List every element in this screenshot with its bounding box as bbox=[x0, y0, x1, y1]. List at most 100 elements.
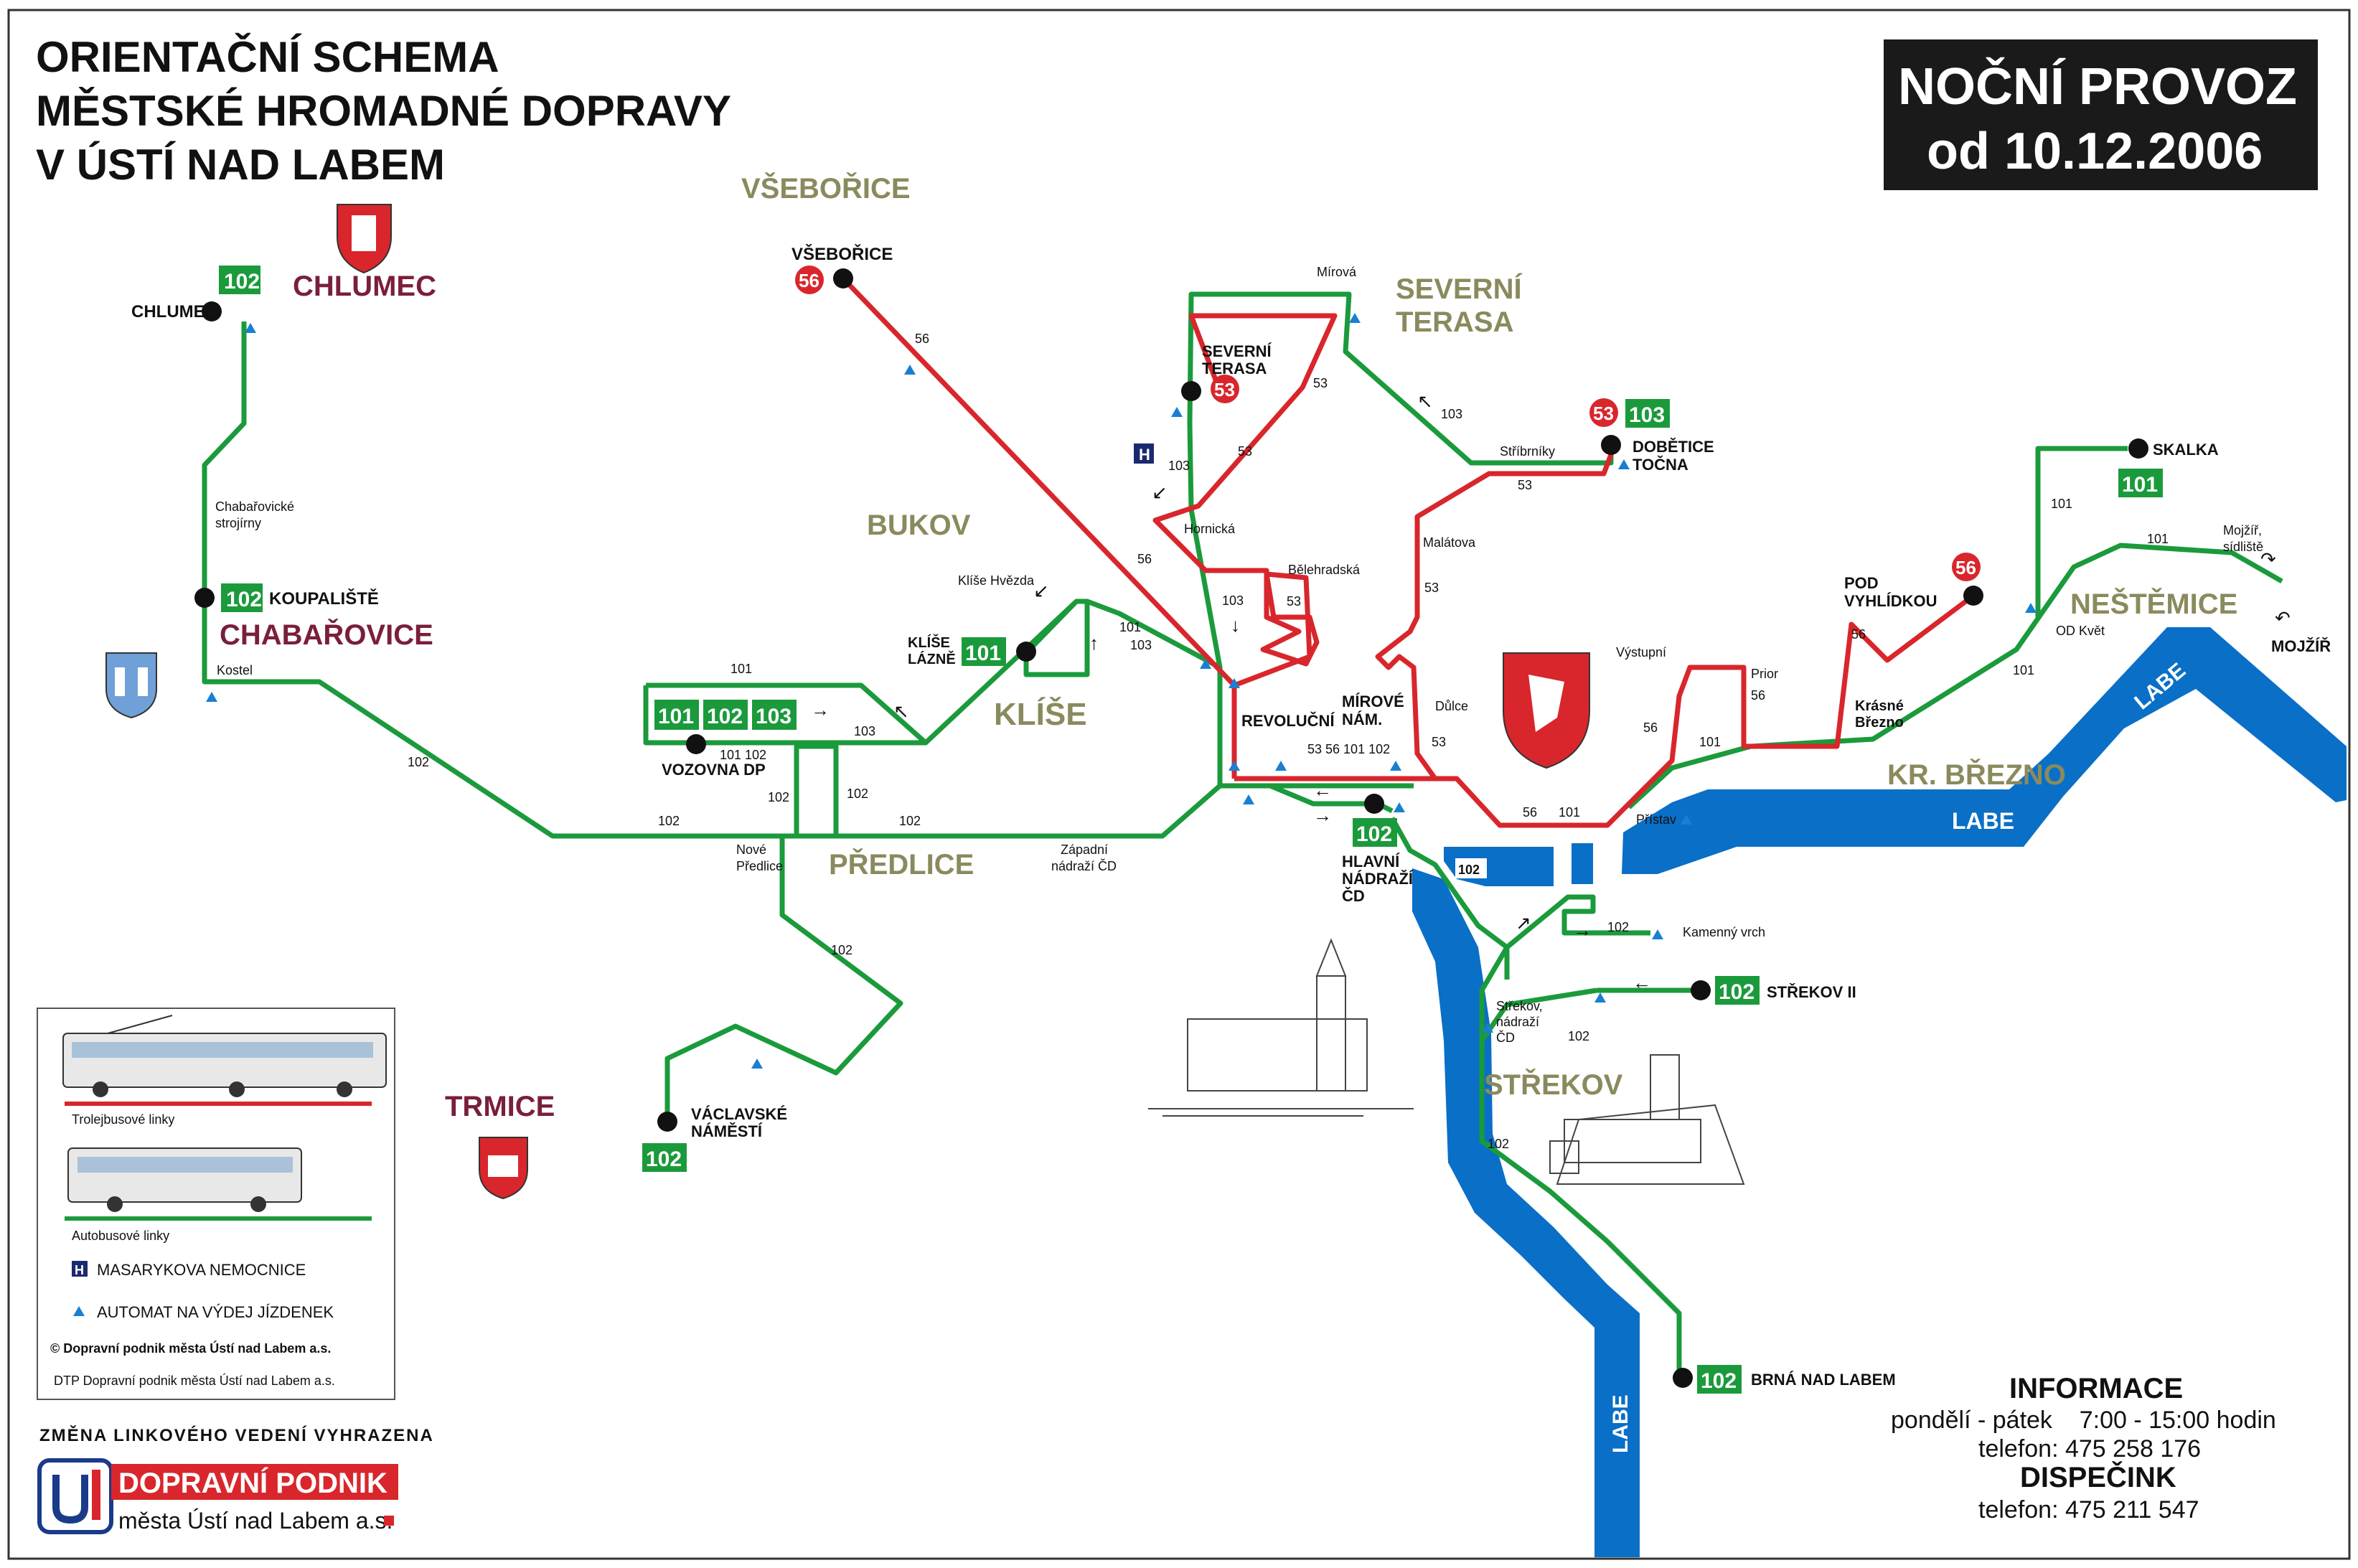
line-numbers-l56-label: 56 bbox=[1643, 720, 1658, 735]
chabarovice-coat-of-arms-icon bbox=[105, 652, 157, 719]
line-numbers-l56-label: 56 bbox=[1137, 552, 1152, 566]
stop-vseborice-dot bbox=[833, 268, 853, 288]
line-numbers-l102-label: 102 bbox=[1607, 920, 1629, 934]
line-numbers-l103-label: 103 bbox=[1168, 459, 1190, 473]
line-numbers-l102-label: 102 bbox=[1719, 980, 1755, 1004]
stop-vozovna-dot bbox=[686, 734, 706, 754]
line-numbers-l101-label: 101 bbox=[1119, 620, 1141, 634]
ticket-machine-icons bbox=[206, 313, 2037, 1069]
minor-labels-od-kvet-label: OD Květ bbox=[2056, 624, 2105, 638]
minor-labels-nove-predlice-2-label: Předlice bbox=[736, 859, 783, 873]
line-numbers-l102-label: 102 bbox=[226, 588, 262, 611]
stops-pod-vyhlidkou-2-label: VYHLÍDKOU bbox=[1844, 592, 1937, 610]
stop-vaclavske-dot bbox=[657, 1112, 677, 1132]
info-hours: pondělí - pátek 7:00 - 15:00 hodin bbox=[1891, 1407, 2276, 1434]
stops-hlavni-1-label: HLAVNÍ bbox=[1342, 853, 1400, 870]
minor-labels-zapadni-2-label: nádraží ČD bbox=[1051, 858, 1117, 873]
minor-labels-klise-hvezda-label: Klíše Hvězda bbox=[958, 573, 1035, 588]
svg-text:↖: ↖ bbox=[893, 700, 909, 722]
direction-arrows: → ↖ ↙ ↑ ↙ ↓ ↖ ← → ↗ → ← ↷ ↶ bbox=[811, 390, 2291, 993]
stops-hlavni-2-label: NÁDRAŽÍ bbox=[1342, 870, 1414, 888]
legend-hospital-label: MASARYKOVA NEMOCNICE bbox=[97, 1261, 306, 1279]
svg-text:↷: ↷ bbox=[2260, 548, 2276, 570]
stop-pod-vyhlidkou-dot bbox=[1963, 586, 1983, 606]
route-number-labels: 56 56 53 53 53 53 53 53 103 103 103 103 … bbox=[408, 332, 2169, 1151]
minor-labels-strekov-nadr-3-label: ČD bbox=[1496, 1030, 1515, 1045]
bus-routes bbox=[202, 291, 2283, 1378]
stops-revolucni-label: REVOLUČNÍ bbox=[1241, 712, 1335, 730]
river-label-center: LABE bbox=[1420, 1003, 1444, 1062]
minor-labels-kostel-label: Kostel bbox=[217, 663, 253, 677]
logo-line-2: města Ústí nad Labem a.s. bbox=[118, 1508, 393, 1534]
dp-logo: DOPRAVNÍ PODNIK města Ústí nad Labem a.s… bbox=[37, 1458, 398, 1534]
river-label-south: LABE bbox=[1609, 1394, 1633, 1453]
stops-severni-terasa-1-label: SEVERNÍ bbox=[1202, 342, 1272, 360]
line-numbers-l102-label: 102 bbox=[1701, 1369, 1737, 1393]
usti-coat-of-arms-icon bbox=[1503, 652, 1590, 769]
line-numbers-l102-label: 102 bbox=[768, 790, 789, 804]
svg-text:↶: ↶ bbox=[2275, 607, 2291, 629]
night-box-line-2: od 10.12.2006 bbox=[1927, 123, 2263, 180]
line-numbers-l53-label: 53 bbox=[1238, 444, 1252, 459]
line-numbers-l101-label: 101 bbox=[2013, 663, 2034, 677]
info-phone: telefon: 475 258 176 bbox=[1978, 1435, 2201, 1463]
stops-vseborice-label: VŠEBOŘICE bbox=[792, 244, 893, 264]
line-numbers-l102-label: 102 bbox=[646, 1147, 682, 1171]
stops-klise-lazne-1-label: KLÍŠE bbox=[908, 634, 950, 651]
svg-text:→: → bbox=[1313, 804, 1332, 826]
trolley-routes bbox=[841, 276, 1976, 828]
chlumec-coat-of-arms-icon bbox=[337, 204, 392, 274]
svg-text:↙: ↙ bbox=[1152, 482, 1168, 503]
strekov-castle-sketch bbox=[1549, 1054, 1745, 1185]
dispatch-phone: telefon: 475 211 547 bbox=[1978, 1496, 2199, 1524]
minor-labels-nove-predlice-1-label: Nové bbox=[736, 842, 766, 857]
stops-hlavni-3-label: ČD bbox=[1342, 887, 1365, 905]
minor-labels-belehradska-label: Bělehradská bbox=[1288, 563, 1361, 577]
line-numbers-l103-label: 103 bbox=[1130, 638, 1152, 652]
line-numbers-l53-label: 53 bbox=[1432, 735, 1446, 749]
line-numbers-l102-label: 102 bbox=[1488, 1137, 1509, 1151]
legend-copyright: © Dopravní podnik města Ústí nad Labem a… bbox=[50, 1341, 331, 1356]
line-numbers-l103-label: 103 bbox=[1629, 403, 1665, 427]
stop-chlumec-dot bbox=[202, 301, 222, 321]
line-numbers-l103-label: 103 bbox=[1441, 407, 1462, 421]
change-notice: ZMĚNA LINKOVÉHO VEDENÍ VYHRAZENA bbox=[39, 1425, 434, 1445]
svg-text:↗: ↗ bbox=[1516, 912, 1531, 934]
line-numbers-l102-label: 102 bbox=[1458, 863, 1480, 877]
info-heading: INFORMACE bbox=[2009, 1373, 2183, 1404]
stop-labels: CHLUMEC KOUPALIŠTĚ VŠEBOŘICE SEVERNÍ TER… bbox=[131, 244, 2331, 1389]
line-numbers-l101-label: 101 bbox=[2147, 532, 2169, 546]
stops-vozovna-label: VOZOVNA DP bbox=[662, 761, 766, 779]
line-numbers-l102-label: 102 bbox=[408, 755, 429, 769]
district-nestemice: NEŠTĚMICE bbox=[2070, 587, 2237, 620]
line-numbers-l53-label: 53 bbox=[1593, 403, 1614, 424]
town-chlumec: CHLUMEC bbox=[293, 271, 436, 302]
line-numbers-l102-label: 102 bbox=[899, 814, 921, 828]
stop-brna-dot bbox=[1673, 1368, 1693, 1388]
minor-labels-strekov-nadr-2-label: nádraží bbox=[1496, 1015, 1539, 1029]
minor-labels-chabarovicke-2-label: strojírny bbox=[215, 516, 261, 530]
minor-labels-chabarovicke-1-label: Chabařovické bbox=[215, 499, 294, 514]
district-vseborice: VŠEBOŘICE bbox=[741, 172, 911, 205]
line-numbers-l103-label: 103 bbox=[756, 705, 792, 728]
line-numbers-l101-label: 101 bbox=[2122, 473, 2158, 497]
trolleybus-icon bbox=[62, 1015, 387, 1097]
line-numbers-combo-main-label: 53 56 101 102 bbox=[1307, 742, 1390, 756]
svg-text:↑: ↑ bbox=[1089, 632, 1099, 654]
svg-text:↖: ↖ bbox=[1417, 390, 1433, 412]
district-severni-terasa-1: SEVERNÍ bbox=[1396, 273, 1522, 305]
title-line-2: MĚSTSKÉ HROMADNÉ DOPRAVY bbox=[36, 87, 731, 135]
line-numbers-l53-label: 53 bbox=[1287, 594, 1301, 609]
stop-klise-lazne-dot bbox=[1016, 642, 1036, 662]
stop-hlavni-nadrazi-dot bbox=[1364, 794, 1384, 814]
stop-dots bbox=[194, 268, 2148, 1388]
minor-labels-dulce-label: Důlce bbox=[1435, 699, 1468, 713]
stops-strekov-ii-label: STŘEKOV II bbox=[1767, 983, 1856, 1001]
minor-labels-krasne-1-label: Krásné bbox=[1855, 698, 1904, 714]
stops-koupaliste-label: KOUPALIŠTĚ bbox=[269, 588, 379, 609]
district-kr-brezno: KR. BŘEZNO bbox=[1887, 758, 2066, 791]
line-numbers-l53-label: 53 bbox=[1518, 478, 1532, 492]
minor-labels-mirova-label: Mírová bbox=[1317, 265, 1357, 279]
line-numbers-l56-label: 56 bbox=[1751, 688, 1765, 703]
